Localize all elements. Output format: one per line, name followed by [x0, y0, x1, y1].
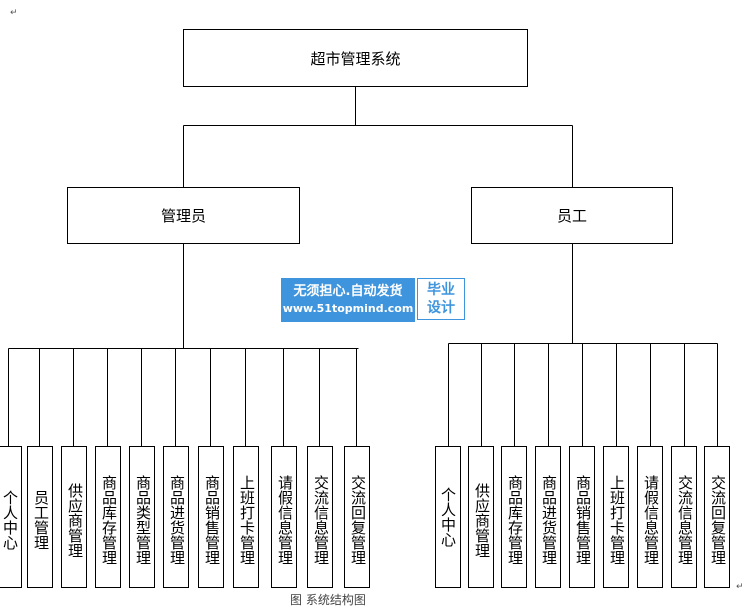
watermark-text: 无须担心.自动发货 www.51topmind.com [281, 278, 415, 322]
watermark-url: www.51topmind.com [282, 302, 414, 315]
admin-leaf-9: 交流信息管理 [307, 446, 333, 588]
staff-leaf-1: 供应商管理 [468, 446, 494, 588]
watermark-slogan: 无须担心.自动发货 [293, 284, 403, 299]
admin-leaf-6: 商品销售管理 [198, 446, 224, 588]
watermark-seal-bottom: 设计 [427, 300, 455, 316]
admin-leaf-8: 请假信息管理 [271, 446, 297, 588]
staff-leaf-0: 个人中心 [435, 446, 461, 588]
staff-leaf-4: 商品销售管理 [569, 446, 595, 588]
admin-leaf-3: 商品库存管理 [95, 446, 121, 588]
watermark-seal-top: 毕业 [427, 282, 455, 298]
admin-leaf-7: 上班打卡管理 [233, 446, 259, 588]
staff-leaf-7: 交流信息管理 [671, 446, 697, 588]
admin-leaf-1: 员工管理 [27, 446, 53, 588]
admin-leaf-2: 供应商管理 [61, 446, 87, 588]
staff-leaf-3: 商品进货管理 [535, 446, 561, 588]
staff-leaf-2: 商品库存管理 [501, 446, 527, 588]
staff-node: 员工 [471, 187, 673, 244]
paragraph-mark: ↵ [736, 582, 744, 592]
staff-leaf-6: 请假信息管理 [637, 446, 663, 588]
admin-leaf-10: 交流回复管理 [344, 446, 370, 588]
admin-leaf-4: 商品类型管理 [129, 446, 155, 588]
watermark-badge: 无须担心.自动发货 www.51topmind.com 毕业 设计 [281, 278, 465, 322]
figure-caption: 图 系统结构图 [290, 593, 366, 607]
staff-leaf-8: 交流回复管理 [704, 446, 730, 588]
admin-leaf-5: 商品进货管理 [163, 446, 189, 588]
admin-node: 管理员 [67, 187, 300, 244]
paragraph-mark: ↵ [10, 8, 18, 18]
staff-leaf-5: 上班打卡管理 [603, 446, 629, 588]
admin-leaf-0: 个人中心 [0, 446, 22, 588]
root-node: 超市管理系统 [183, 29, 528, 87]
watermark-seal: 毕业 设计 [417, 278, 465, 320]
